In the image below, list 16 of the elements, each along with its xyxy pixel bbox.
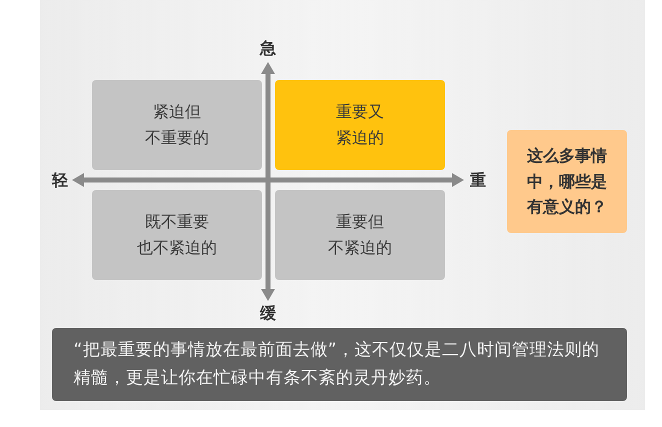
axis-label: 急	[260, 38, 276, 58]
quadrant-text: 重要又紧迫的	[336, 100, 384, 149]
question-text: 这么多事情中，哪些是有意义的？	[527, 145, 607, 218]
quadrant-text: 既不重要也不紧迫的	[137, 210, 217, 259]
axis-label: 缓	[260, 303, 276, 323]
quadrant-box	[92, 80, 262, 170]
axis-label: 重	[470, 170, 486, 190]
question-card	[507, 130, 627, 233]
quote-text: “把最重要的事情放在最前面去做”，这不仅仅是二八时间管理法则的精髓，更是让你在忙碌中有条不紊的灵丹妙药。	[74, 339, 601, 390]
quote-banner	[52, 328, 627, 401]
quadrant-box	[275, 80, 445, 170]
quadrant-text: 重要但不紧迫的	[328, 210, 392, 259]
axis-label: 轻	[52, 170, 68, 190]
quadrant-text: 紧迫但不重要的	[145, 100, 209, 149]
quadrant-box	[275, 190, 445, 280]
quadrant-box	[92, 190, 262, 280]
